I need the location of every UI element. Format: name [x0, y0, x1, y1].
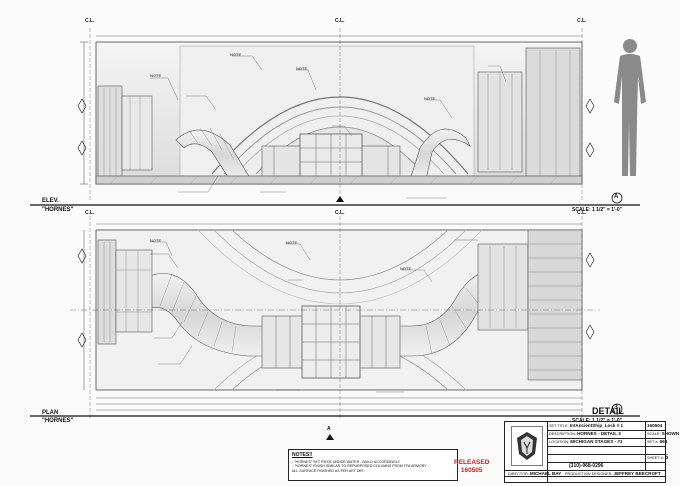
- elevation-view: [80, 28, 646, 200]
- set-number: 669: [659, 439, 668, 444]
- set-number-code: 160504: [647, 423, 663, 428]
- notes-title: NOTES!!: [292, 452, 313, 458]
- released-number: 160505: [460, 467, 483, 474]
- set-title: IntAncientShip_Lock # 1: [569, 423, 624, 428]
- centerline-label: C.L.: [577, 210, 587, 216]
- sheet-number: 5: [664, 455, 669, 461]
- director: MICHAEL BAY: [529, 471, 562, 476]
- elevation-marker-circle: [611, 192, 623, 204]
- annotation: NOTE: [230, 52, 242, 57]
- annotation: NOTE: [150, 238, 162, 243]
- plan-section-marker: A: [327, 426, 331, 432]
- director-label: DIRECTOR:: [508, 472, 529, 476]
- elevation-marker: A: [614, 194, 619, 200]
- detail-number: 3: [614, 404, 618, 411]
- studio-logo-icon: [511, 426, 543, 466]
- set-title-label: SET TITLE:: [549, 424, 569, 428]
- annotation: NOTE: [424, 96, 436, 101]
- view-subtitle-elevation: "HORNES": [42, 207, 74, 213]
- scale-label: SCALE:: [647, 432, 661, 436]
- annotation: NOTE: [286, 240, 298, 245]
- sheet-number-label: SHEET #:: [647, 456, 664, 460]
- view-title-plan: PLAN: [42, 410, 59, 416]
- annotation: NOTE: [400, 266, 412, 271]
- released-stamp: RELEASED 160505: [454, 459, 489, 475]
- centerline-label: C.L.: [85, 18, 95, 24]
- description: HORNES - DETAIL 3: [577, 431, 621, 436]
- notes-line: - "HORNES" SET PIECE UNDER WATER - BUILD…: [292, 460, 401, 464]
- phone-number: (310)-968-0296: [569, 463, 604, 469]
- plan-view: [70, 216, 600, 420]
- centerline-label: C.L.: [85, 210, 95, 216]
- scale-value: SHOWN: [661, 431, 680, 436]
- section-arrow-icon-bottom: [326, 434, 334, 440]
- notes-line: - "HORNES" FINISH SIMILAR TO REPURPOSED …: [292, 464, 427, 469]
- notes-line: ALL SURFACE FINISHED AS PER ART DIR.: [292, 468, 365, 473]
- view-title-elevation: ELEV.: [42, 198, 59, 204]
- view-subtitle-plan: "HORNES": [42, 418, 74, 424]
- location: MICHIGAN STAGES - #1: [570, 439, 623, 444]
- section-arrow-icon: [336, 196, 344, 202]
- notes-box: NOTES!! - "HORNES" SET PIECE UNDER WATER…: [288, 449, 458, 481]
- designer-label: PRODUCTION DESIGNER:: [565, 472, 613, 476]
- location-label: LOCATION:: [549, 440, 570, 444]
- annotation: NOTE: [150, 73, 162, 78]
- set-number-label: SET #:: [647, 440, 659, 444]
- elevation-scale: SCALE: 1 1/2" = 1'-0": [572, 207, 622, 213]
- centerline-label: C.L.: [335, 18, 345, 24]
- designer: JEFFREY BEECROFT: [613, 471, 661, 476]
- centerline-label: C.L.: [577, 18, 587, 24]
- section-markers: [77, 98, 595, 348]
- annotation: NOTE: [296, 66, 308, 71]
- description-label: DESCRIPTION:: [549, 432, 577, 436]
- human-scale-figure: [614, 39, 646, 176]
- detail-label: DETAIL: [592, 406, 624, 416]
- centerline-label: C.L.: [335, 210, 345, 216]
- released-label: RELEASED: [454, 459, 490, 466]
- title-block: SET TITLE: IntAncientShip_Lock # 1 16050…: [504, 421, 679, 483]
- detail-marker-circle: [611, 403, 623, 415]
